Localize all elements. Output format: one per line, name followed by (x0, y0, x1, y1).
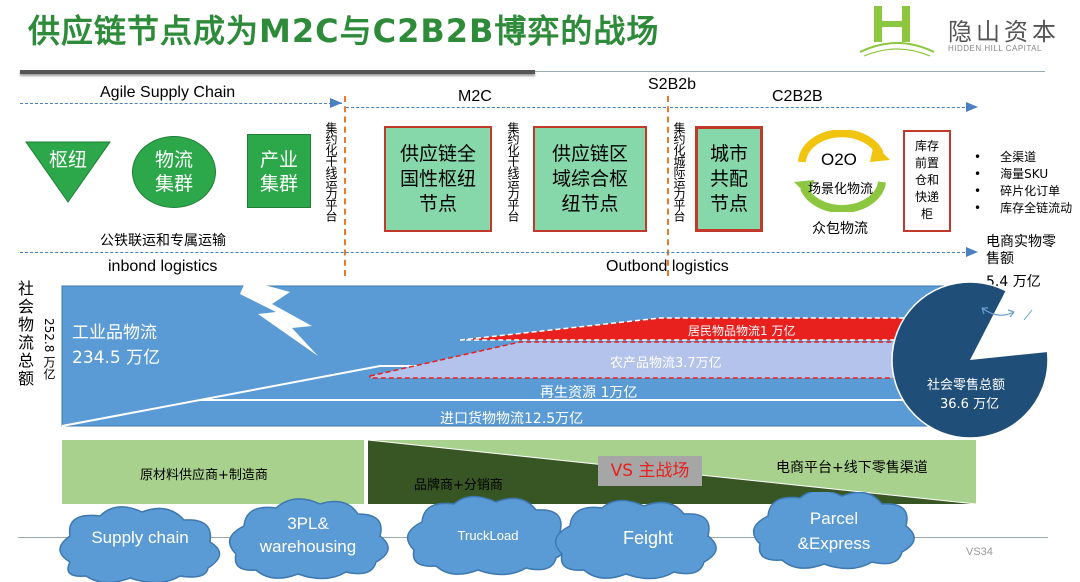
section-m2c: M2C (458, 88, 492, 105)
ecommerce-label: 电商实物零售额 (986, 234, 1056, 267)
locker-box: 库存前置仓和快递柜 (903, 130, 951, 232)
industrial-value: 234.5 万亿 (72, 348, 161, 368)
m2c-dashed-line (346, 107, 666, 108)
industrial-label: 工业品物流 (72, 323, 157, 343)
regional-hub-box: 供应链区域综合枢纽节点 (533, 126, 647, 232)
cloud-3pl: 3PL&warehousing (259, 514, 357, 556)
ecommerce-value: 5.4 万亿 (986, 274, 1041, 290)
recycle-flow-label: 再生资源 1万亿 (540, 385, 638, 401)
industry-box (247, 134, 311, 208)
agri-flow-label: 农产品物流3.7万亿 (610, 356, 722, 371)
cloud-truckload: TruckLoad (457, 528, 519, 543)
title-underline (20, 70, 535, 74)
cluster-circle (132, 136, 216, 208)
bullet-item: • 库存全链流动 (974, 201, 1073, 215)
total-logistics-label: 社会物流总额 (17, 279, 34, 388)
import-flow-label: 进口货物物流12.5万亿 (440, 411, 584, 427)
arrow-right-icon (966, 102, 978, 112)
city-distribution-box: 城市共配节点 (695, 126, 763, 232)
agile-dashed-line (20, 103, 342, 104)
retail-value: 36.6 万亿 (940, 397, 1000, 412)
intercity-platform: 集约化城际运力平台 (672, 122, 686, 221)
hidden-hill-logo-icon (859, 6, 935, 57)
logistics-dashed-line (20, 252, 970, 253)
section-agile: Agile Supply Chain (100, 84, 236, 101)
trunk-platform-1: 集约化干线运力平台 (324, 122, 338, 221)
hub-label: 枢纽 (48, 149, 87, 171)
separator-1 (344, 96, 346, 276)
cluster-label: 物流集群 (154, 149, 193, 195)
bullet-item: • 碎片化订单 (974, 184, 1061, 198)
inbound-label: inbond logistics (108, 258, 218, 275)
cloud-feight: Feight (622, 528, 674, 548)
trunk-platform-2: 集约化干线运力平台 (506, 122, 520, 221)
cloud-parcel: Parcel&Express (797, 509, 871, 553)
hub-triangle (25, 141, 111, 203)
rail-road-label: 公铁联运和专属运输 (100, 233, 226, 249)
cloud-supply-chain: Supply chain (91, 528, 189, 547)
outbound-label: Outbond logistics (606, 258, 729, 275)
bullet-item: • 海量SKU (974, 167, 1049, 181)
resident-flow-label: 居民物品物流1 万亿 (688, 324, 796, 338)
o2o-label: O2O (821, 150, 857, 169)
logistics-flow-diagram (61, 280, 991, 427)
scene-logistics-label: 场景化物流 (808, 182, 874, 197)
retail-label: 社会零售总额 (927, 378, 1006, 393)
section-c2b2b: C2B2B (772, 88, 823, 105)
industry-label: 产业集群 (259, 149, 298, 195)
separator-2 (667, 96, 669, 276)
double-arrow-icon (981, 307, 1015, 318)
total-logistics-value: 252.8 万亿 (42, 318, 56, 381)
section-s2b2b: S2B2b (648, 76, 697, 93)
crowd-logistics-label: 众包物流 (812, 221, 868, 237)
brand-label: 品牌商+分销商 (414, 478, 503, 493)
logo-subtext: HIDDEN HILL CAPITAL (948, 44, 1042, 53)
arrow-right-icon (330, 98, 342, 108)
bullet-item: • 全渠道 (974, 150, 1037, 164)
bullet-list: • 全渠道 • 海量SKU • 碎片化订单 • 库存全链流动 (974, 148, 1072, 216)
arrow-right-icon (966, 247, 978, 257)
retail-pie (891, 281, 1049, 439)
national-hub-box: 供应链全国性枢纽节点 (384, 126, 492, 232)
cycle-arrows-icon (794, 130, 890, 212)
c2b2b-dashed-line (670, 107, 975, 108)
page-number: VS34 (966, 546, 993, 558)
raw-material-label: 原材料供应商+制造商 (140, 468, 268, 483)
vs-battlefield-badge: VS 主战场 (598, 456, 702, 486)
cloud-row (59, 492, 915, 582)
title-thin-line (535, 71, 1045, 72)
page-title: 供应链节点成为M2C与C2B2B博弈的战场 (28, 12, 660, 50)
ecom-channel-label: 电商平台+线下零售渠道 (776, 460, 928, 476)
logo-text: 隐山资本 (948, 18, 1060, 46)
